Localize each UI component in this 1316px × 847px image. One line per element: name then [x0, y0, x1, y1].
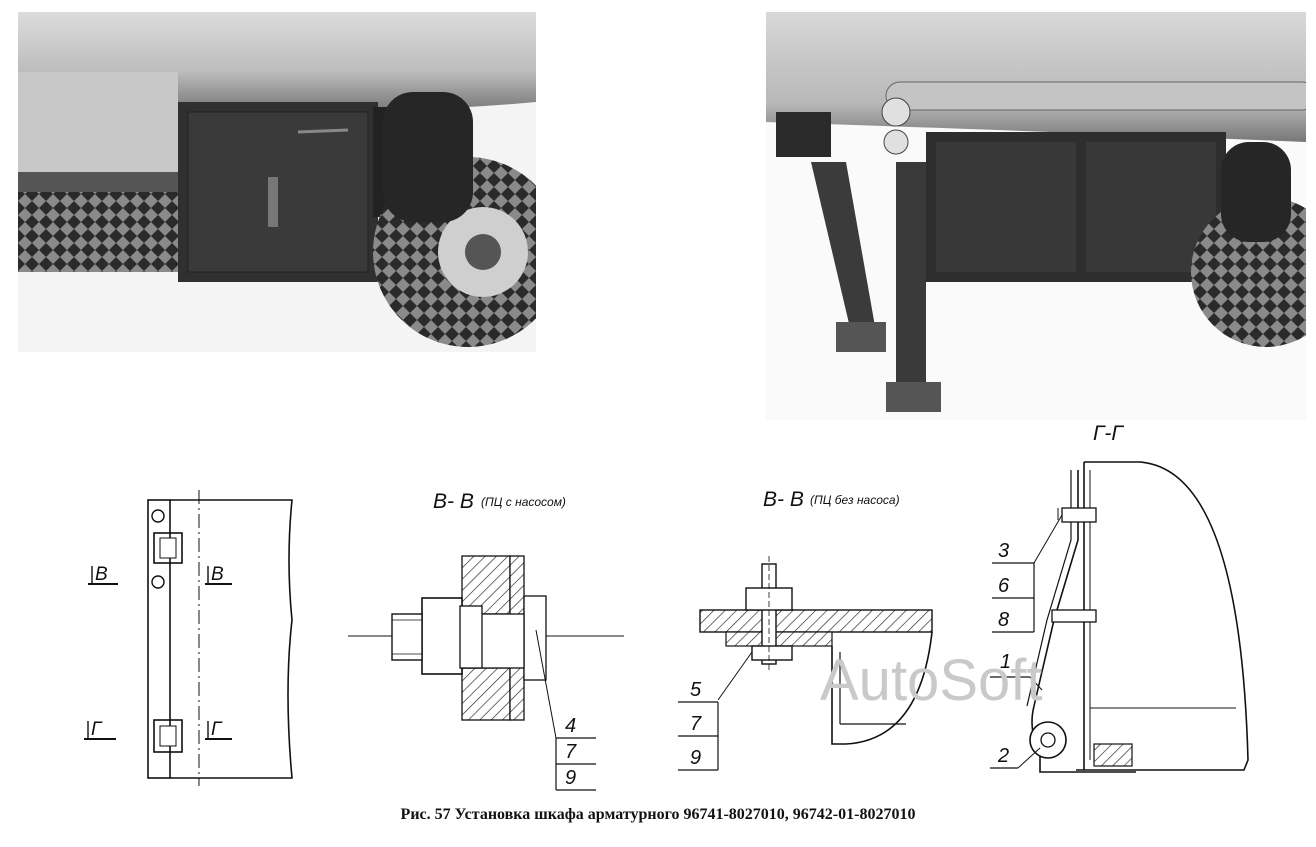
- callout-3: 3: [998, 540, 1009, 562]
- callout-4: 4: [565, 715, 576, 737]
- section-b-without-pump: В- В (ПЦ без насоса) 5 7 9: [678, 488, 933, 771]
- callout-8: 8: [998, 609, 1009, 631]
- cut-label-g-right: Г: [211, 719, 223, 740]
- section-g-title: Г-Г: [1093, 422, 1124, 445]
- photo-cabinet-rear: [766, 12, 1306, 420]
- photo-cabinet-front: [18, 12, 536, 352]
- section-b-no-pump-subtitle: (ПЦ без насоса): [810, 493, 900, 507]
- section-b-with-pump: В- В (ПЦ с насосом) 4 7 9: [348, 490, 624, 791]
- section-b-no-pump-title: В- В: [763, 488, 804, 511]
- watermark-autosoft: AutoSoft: [820, 648, 1042, 713]
- section-b-pump-title: В- В: [433, 490, 474, 513]
- cut-label-b-left: В: [95, 564, 108, 585]
- section-b-pump-subtitle: (ПЦ с насосом): [481, 495, 566, 509]
- figure-caption: Рис. 57 Установка шкафа арматурного 9674…: [400, 806, 916, 823]
- callout-5: 5: [690, 679, 702, 701]
- cut-label-b-right: В: [211, 564, 224, 585]
- callout-2: 2: [997, 745, 1009, 767]
- callout-9: 9: [690, 747, 701, 769]
- callout-6: 6: [998, 575, 1010, 597]
- callout-9: 9: [565, 767, 576, 789]
- side-view: В В Г Г: [84, 490, 293, 786]
- callout-7: 7: [565, 741, 577, 763]
- cut-label-g-left: Г: [91, 719, 103, 740]
- callout-1: 1: [1000, 651, 1011, 673]
- section-g: Г-Г 3 6 8 1 2: [990, 422, 1249, 773]
- callout-7: 7: [690, 713, 702, 735]
